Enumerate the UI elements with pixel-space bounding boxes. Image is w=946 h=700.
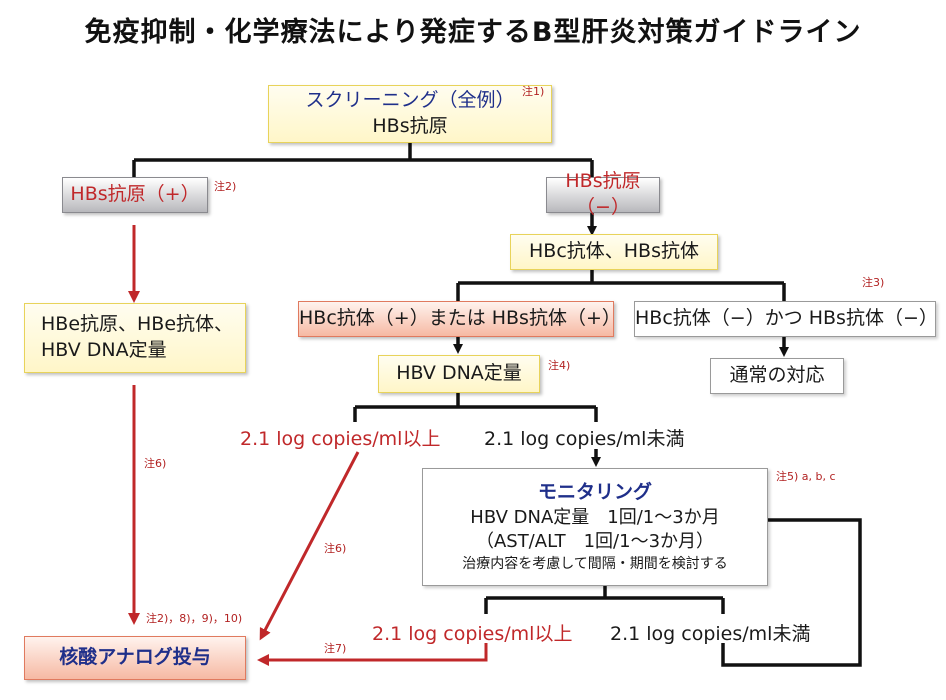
monitoring-box: モニタリング HBV DNA定量 1回/1〜3か月 （AST/ALT 1回/1〜…: [422, 468, 768, 586]
note-7: 注7): [324, 642, 347, 655]
monitoring-title: モニタリング: [537, 481, 652, 504]
hbs-negative-box: HBs抗原（−）: [546, 170, 660, 218]
red-arrow-high1-to-nucleic: [259, 451, 360, 641]
screening-title: スクリーニング（全例）: [305, 89, 515, 112]
screening-box: スクリーニング（全例） HBs抗原: [268, 85, 552, 143]
high-viral-load-label-2: 2.1 log copies/ml以上: [372, 623, 573, 645]
either-antibody-positive-box: HBc抗体（+）または HBs抗体（+）: [298, 301, 621, 337]
high-viral-load-label-1: 2.1 log copies/ml以上: [240, 428, 441, 450]
note-3: 注3): [862, 276, 885, 289]
hbs-positive-label: HBs抗原（+）: [70, 183, 200, 206]
usual-care-label: 通常の対応: [729, 364, 825, 387]
hbe-test-box: HBe抗原、HBe抗体、 HBV DNA定量: [24, 303, 246, 373]
screening-subtitle: HBs抗原: [372, 115, 448, 137]
hbe-test-line2: HBV DNA定量: [41, 339, 167, 361]
both-antibody-negative-box: HBc抗体（−）かつ HBs抗体（−）: [634, 301, 938, 337]
connector-monitoring-loop: [721, 518, 862, 667]
nucleic-acid-analog-box: 核酸アナログ投与: [24, 636, 246, 680]
note-4: 注4): [548, 359, 571, 372]
hbe-test-line1: HBe抗原、HBe抗体、: [41, 313, 234, 336]
monitoring-line3: 治療内容を考慮して間隔・期間を検討する: [462, 555, 728, 572]
hbs-negative-label: HBs抗原（−）: [565, 170, 641, 218]
hbc-hbs-antibody-label: HBc抗体、HBs抗体: [529, 240, 699, 263]
note-1: 注1): [522, 85, 545, 98]
hbv-dna-quant-box: HBV DNA定量: [378, 355, 540, 393]
low-viral-load-label-1: 2.1 log copies/ml未満: [484, 428, 685, 450]
note-8: 注2)，8)，9)，10): [146, 612, 243, 625]
monitoring-line1: HBV DNA定量 1回/1〜3か月: [470, 507, 720, 529]
both-antibody-negative-label: HBc抗体（−）かつ HBs抗体（−）: [635, 307, 938, 330]
hbc-hbs-antibody-box: HBc抗体、HBs抗体: [510, 234, 718, 270]
note-6-diagonal: 注6): [324, 542, 347, 555]
low-viral-load-label-2: 2.1 log copies/ml未満: [610, 623, 811, 645]
page-title: 免疫抑制・化学療法により発症するB型肝炎対策ガイドライン: [84, 17, 862, 48]
red-arrow-high2-to-nucleic: [257, 643, 488, 666]
either-antibody-positive-label: HBc抗体（+）または HBs抗体（+）: [299, 307, 621, 330]
monitoring-line2: （AST/ALT 1回/1〜3か月）: [475, 531, 715, 553]
nucleic-acid-analog-label: 核酸アナログ投与: [59, 646, 211, 669]
note-6-left: 注6): [144, 457, 167, 470]
hbs-positive-box: HBs抗原（+）: [62, 177, 208, 213]
usual-care-box: 通常の対応: [710, 358, 844, 394]
hbv-dna-quant-label: HBV DNA定量: [396, 362, 522, 385]
note-2: 注2): [214, 180, 237, 193]
note-5: 注5) a, b, c: [776, 470, 836, 483]
